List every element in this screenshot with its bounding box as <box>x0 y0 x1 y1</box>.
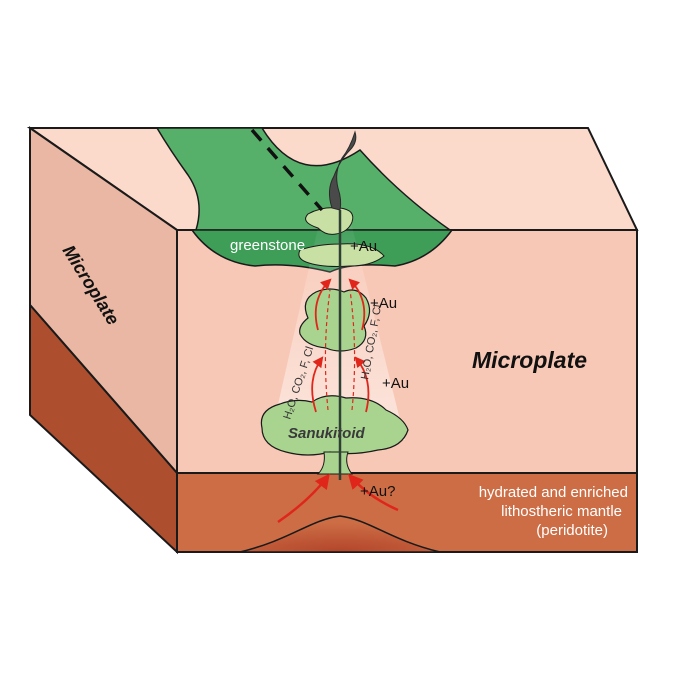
smoke-plume <box>328 130 357 211</box>
fluid-dashed-left <box>324 289 331 411</box>
mantle-label-line1: hydrated and enriched <box>479 484 628 501</box>
au-label-4: +Au? <box>360 483 395 500</box>
greenstone-belt-top <box>155 127 453 231</box>
melt-arrow-right <box>347 473 399 512</box>
mantle-upwelling <box>239 515 441 553</box>
sanukitoid-pluton <box>260 395 409 456</box>
microplate-front-label: Microplate <box>472 347 587 373</box>
fluid-arrow-lower-left <box>311 356 324 413</box>
fluid-dashed-right <box>349 289 356 411</box>
block-front-face-mantle <box>176 472 638 553</box>
upper-pluton-lower <box>298 243 385 267</box>
mantle-label-line2: lithostheric mantle <box>501 503 622 520</box>
fluid-arrow-lower-right <box>354 356 370 413</box>
fluid-arrow-upper-right <box>348 278 366 331</box>
au-label-2: +Au <box>370 295 397 312</box>
melt-arrow-left <box>277 473 330 524</box>
au-label-3: +Au <box>382 375 409 392</box>
greenstone-label: greenstone <box>230 237 305 254</box>
fluid-arrow-upper-left <box>314 278 332 331</box>
middle-pluton <box>299 288 371 352</box>
au-label-1: +Au <box>350 238 377 255</box>
dashed-fault <box>250 128 324 212</box>
mantle-label-line3: (peridotite) <box>536 522 608 539</box>
sanukitoid-label: Sanukitoid <box>288 425 366 442</box>
